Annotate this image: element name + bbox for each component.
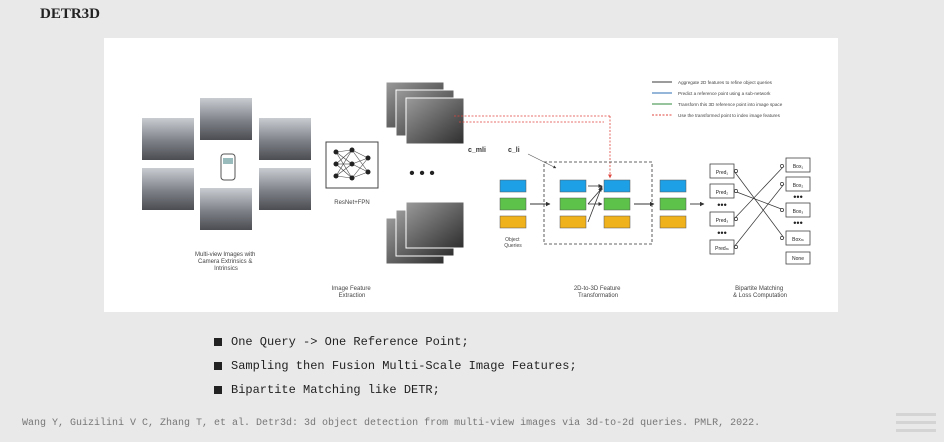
query-box — [499, 179, 527, 193]
svg-text:•••: ••• — [717, 228, 726, 238]
prediction-label: Pred₁ — [716, 170, 729, 176]
backbone-label: ResNet+FPN — [334, 200, 370, 206]
slide-title: DETR3D — [40, 6, 101, 22]
object-queries-label: Object Queries — [504, 237, 522, 249]
ellipsis: • • • — [409, 165, 435, 182]
svg-text:•••: ••• — [793, 218, 802, 228]
camera-image — [200, 98, 252, 140]
watermark-logo — [896, 408, 936, 438]
bullet-item: One Query -> One Reference Point; — [214, 330, 577, 354]
feature-stack-top — [385, 81, 465, 145]
bullet-list: One Query -> One Reference Point; Sampli… — [214, 330, 577, 402]
legend-text: Use the transformed point to index image… — [678, 113, 781, 118]
svg-text:•••: ••• — [793, 192, 802, 202]
query-box — [499, 215, 527, 229]
camera-image — [142, 118, 194, 160]
feature-stack-bottom — [385, 201, 465, 265]
bullet-square-icon — [214, 338, 222, 346]
gt-box — [785, 230, 811, 246]
image-feature-label: Image Feature Extraction — [332, 286, 373, 299]
backbone-network — [325, 141, 379, 189]
prediction-label: Predₘ — [715, 246, 729, 252]
final-queries — [659, 179, 687, 229]
camera-image — [142, 168, 194, 210]
ground-truth-boxes: Box₁ Box₂ ••• Box₃ ••• Boxₘ None — [785, 157, 811, 265]
layer-queries-out — [603, 179, 631, 229]
multiview-label: Multi-view Images with Camera Extrinsics… — [195, 252, 257, 272]
gt-box — [785, 176, 811, 192]
gt-label: None — [792, 256, 804, 262]
legend-text: Predict a reference point using a sub-ne… — [678, 91, 771, 96]
car-icon — [220, 153, 236, 181]
layer-queries-in — [559, 179, 587, 229]
bullet-item: Sampling then Fusion Multi-Scale Image F… — [214, 354, 577, 378]
bullet-text: Bipartite Matching like DETR; — [231, 383, 440, 397]
gt-box — [785, 157, 811, 173]
citation: Wang Y, Guizilini V C, Zhang T, et al. D… — [22, 418, 761, 429]
object-queries — [499, 179, 527, 229]
bullet-item: Bipartite Matching like DETR; — [214, 378, 577, 402]
matching-label: Bipartite Matching & Loss Computation — [733, 286, 787, 299]
c-mli-label: c_mli — [468, 147, 486, 154]
bullet-square-icon — [214, 386, 222, 394]
gt-label: Box₃ — [793, 209, 804, 215]
gt-box — [785, 251, 811, 265]
camera-image — [259, 168, 311, 210]
gt-box — [785, 202, 811, 218]
gt-label: Boxₘ — [792, 237, 804, 243]
gt-label: Box₁ — [793, 164, 804, 170]
multiview-images — [142, 98, 311, 230]
gt-label: Box₂ — [793, 183, 804, 189]
bullet-text: One Query -> One Reference Point; — [231, 335, 469, 349]
prediction-label: Pred₂ — [716, 190, 729, 196]
legend: Aggregate 2D features to refine object q… — [652, 80, 783, 118]
architecture-figure: Multi-view Images with Camera Extrinsics… — [104, 38, 838, 312]
matching-lines — [733, 165, 785, 248]
c-li-label: c_li — [508, 147, 520, 154]
query-box — [499, 197, 527, 211]
legend-text: Transform this 3D reference point into i… — [678, 102, 783, 107]
prediction-label: Pred₃ — [716, 218, 729, 224]
bullet-square-icon — [214, 362, 222, 370]
legend-text: Aggregate 2D features to refine object q… — [678, 80, 773, 85]
camera-image — [200, 188, 252, 230]
bullet-text: Sampling then Fusion Multi-Scale Image F… — [231, 359, 577, 373]
camera-image — [259, 118, 311, 160]
transformation-label: 2D-to-3D Feature Transformation — [574, 286, 622, 299]
prediction-boxes: Pred₁ Pred₂ ••• Pred₃ ••• Predₘ — [709, 163, 735, 255]
svg-text:•••: ••• — [717, 200, 726, 210]
index-arrows — [454, 115, 612, 179]
